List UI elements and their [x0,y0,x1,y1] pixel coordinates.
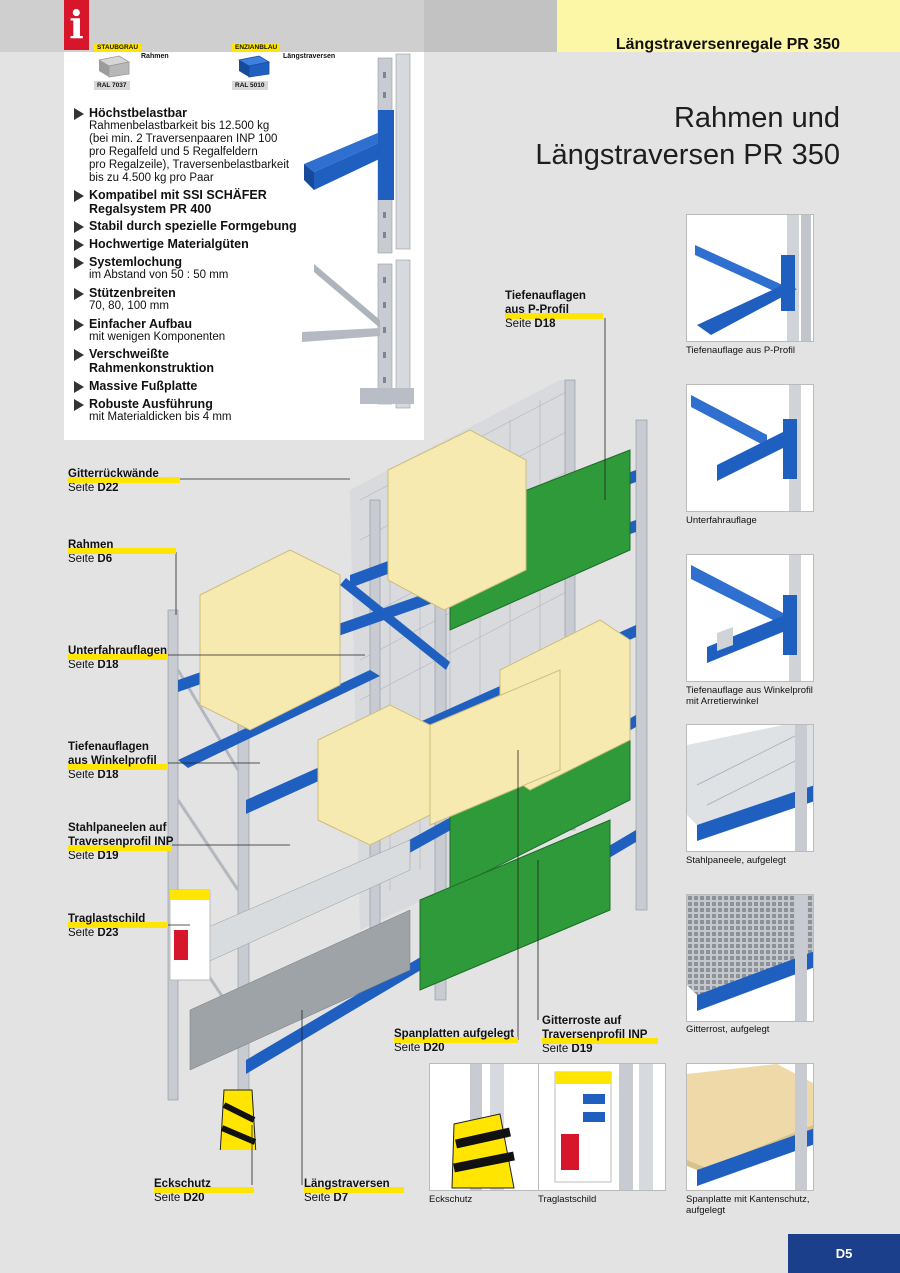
page-number: D5 [788,1234,900,1273]
swatch-color-name: ENZIANBLAU [232,43,281,52]
callout-tiefenauflagen-p-profil: Tiefenauflagen aus P-Profil Seite D18 [505,289,603,331]
callout-unterfahrauflagen: Unterfahrauflagen Seite D18 [68,645,168,671]
thumb-traglastschild [538,1063,666,1191]
callout-gitterroste: Gitterroste auf Traversenprofil INP Seit… [542,1014,658,1056]
blue-beam-icon [237,55,271,78]
highlight-bar [68,922,168,928]
bullet-triangle-icon [74,288,84,300]
bullet-triangle-icon [74,381,84,393]
highlight-bar [68,764,168,770]
highlight-bar [505,313,603,319]
callout-tiefenauflagen-winkelprofil: Tiefenauflagen aus Winkelprofil Seite D1… [68,740,168,782]
bullet-triangle-icon [74,399,84,411]
feature-item: Hochwertige Materialgüten [74,237,314,251]
feature-item: Robuste Ausführung mit Materialdicken bi… [74,397,314,424]
swatch-ral: RAL 5010 [232,81,268,90]
highlight-bar [68,845,172,851]
bullet-triangle-icon [74,190,84,202]
bullet-triangle-icon [74,349,84,361]
callout-rahmen: Rahmen Seite D6 [68,538,176,566]
swatch-staubgrau: STAUBGRAU [94,43,142,52]
highlight-bar [394,1037,518,1043]
callout-gitterrueckwaende: Gitterrückwände Seite D22 [68,467,180,495]
swatch-label: Längstraversen [283,53,336,60]
thumb-caption: Unterfahrauflage [686,515,757,526]
bullet-triangle-icon [74,257,84,269]
thumb-caption: Spanplatte mit Kantenschutz, aufgelegt [686,1194,810,1216]
swatch-enzianblau: ENZIANBLAU [232,43,281,52]
feature-item: Systemlochung im Abstand von 50 : 50 mm [74,255,314,282]
swatch-color-name: STAUBGRAU [94,43,142,52]
thumb-caption: Tiefenauflage aus P-Profil [686,345,795,356]
rack-illustration [167,379,648,1150]
bullet-triangle-icon [74,319,84,331]
thumb-caption: Eckschutz [429,1194,473,1205]
thumb-tiefenauflage-p-profil [686,214,814,342]
thumb-unterfahrauflage [686,384,814,512]
thumb-stahlpaneele [686,724,814,852]
frame-and-beam-illustration [302,53,414,409]
highlight-bar [154,1187,254,1193]
header-band-dark [424,0,557,52]
callout-stahlpaneelen: Stahlpaneelen auf Traversenprofil INP Se… [68,822,174,862]
swatch-label: Rahmen [141,53,169,60]
page-title: Rahmen und Längstraversen PR 350 [535,102,840,171]
thumb-spanplatte [686,1063,814,1191]
info-icon: i [64,0,89,50]
highlight-bar [68,548,176,554]
feature-item: Einfacher Aufbau mit wenigen Komponenten [74,317,314,344]
highlight-bar [542,1038,658,1044]
feature-item: Stabil durch spezielle Formgebung [74,219,314,233]
thumb-tiefenauflage-winkelprofil [686,554,814,682]
feature-item: Verschweißte Rahmenkonstruktion [74,347,314,375]
header-band-yellow [557,0,900,52]
info-panel [64,52,424,440]
grey-beam-icon [97,55,131,78]
page-header-title: Längstraversenregale PR 350 [615,36,840,53]
thumb-caption: Gitterrost, aufgelegt [686,1024,770,1035]
thumb-eckschutz [429,1063,557,1191]
callout-traglastschild: Traglastschild Seite D23 [68,912,168,940]
bullet-triangle-icon [74,239,84,251]
feature-item: Höchstbelastbar Rahmenbelastbarkeit bis … [74,106,314,185]
feature-item: Kompatibel mit SSI SCHÄFER Regalsystem P… [74,188,314,216]
callout-laengstraversen: Längstraversen Seite D7 [304,1177,404,1205]
highlight-bar [68,477,180,483]
bullet-triangle-icon [74,221,84,233]
feature-item: Stützenbreiten 70, 80, 100 mm [74,286,314,313]
callout-eckschutz: Eckschutz Seite D20 [154,1177,254,1205]
highlight-bar [304,1187,404,1193]
highlight-bar [68,654,168,660]
thumb-caption: Traglastschild [538,1194,597,1205]
swatch-ral: RAL 7037 [94,81,130,90]
thumb-caption: Tiefenauflage aus Winkelprofil mit Arret… [686,685,813,707]
thumb-gitterrost [686,894,814,1022]
feature-item: Massive Fußplatte [74,379,314,393]
thumb-caption: Stahlpaneele, aufgelegt [686,855,786,866]
bullet-triangle-icon [74,108,84,120]
callout-spanplatten: Spanplatten aufgelegt Seite D20 [394,1027,518,1055]
